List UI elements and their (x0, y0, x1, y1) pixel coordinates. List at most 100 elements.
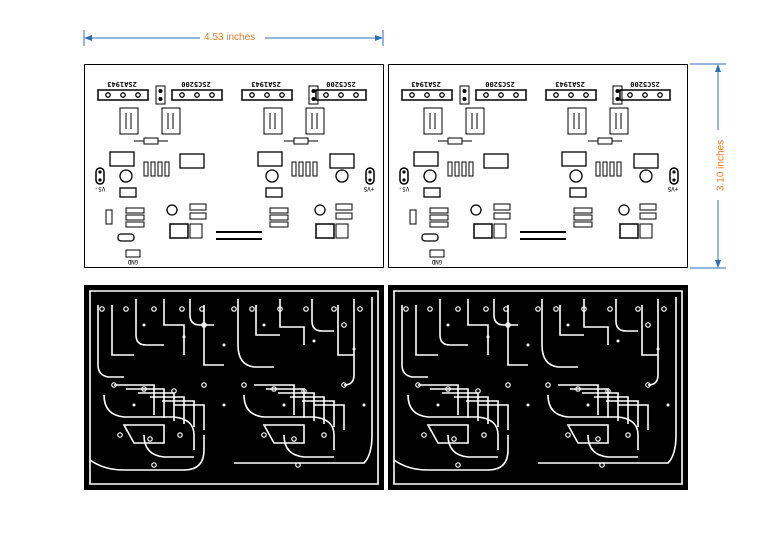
resistor (298, 161, 304, 177)
gnd-pad (429, 249, 445, 258)
resistor (597, 137, 613, 145)
trace-gap (447, 434, 498, 458)
trace-gap (254, 384, 295, 415)
trace-gap (111, 305, 134, 356)
pad (279, 92, 285, 98)
resistor (429, 207, 449, 214)
trace-gap (122, 424, 165, 444)
gnd-label: GND (127, 258, 138, 265)
trace-gap (538, 297, 677, 464)
supply-label-neg: V5- (399, 185, 410, 192)
resistor-block (161, 107, 181, 135)
pad (171, 388, 177, 394)
pad-pair (308, 85, 319, 105)
via (142, 323, 146, 327)
trace-gap (243, 394, 335, 450)
resistor (454, 161, 460, 177)
pad (505, 322, 511, 328)
resistor (573, 214, 593, 221)
pad-pair (459, 85, 470, 105)
via (526, 343, 530, 347)
trace-gap (583, 299, 609, 345)
pad (291, 436, 297, 442)
trace-gap (466, 400, 499, 427)
capacitor (639, 169, 653, 183)
pad (403, 306, 409, 312)
pad (201, 382, 207, 388)
resistor (269, 221, 289, 228)
pad (353, 92, 359, 98)
pad (635, 306, 641, 312)
resistor (293, 137, 309, 145)
pad (455, 462, 461, 468)
transistor-footprint (171, 89, 223, 101)
resistor (125, 214, 145, 221)
pad (249, 306, 255, 312)
transistor-label: 2SA1943 (411, 80, 441, 88)
via (446, 323, 450, 327)
trace-gap (430, 388, 469, 418)
component-outline (257, 151, 283, 167)
pad (483, 306, 489, 312)
capacitor (423, 169, 437, 183)
resistor-block (465, 107, 485, 135)
pad (599, 462, 605, 468)
pad (657, 92, 663, 98)
via (586, 403, 590, 407)
trace-gap (401, 305, 428, 378)
pad (321, 432, 327, 438)
pad (357, 306, 363, 312)
resistor (493, 203, 511, 211)
transistor-footprint (401, 89, 453, 101)
pad (295, 462, 301, 468)
pad (338, 92, 344, 98)
pad (581, 306, 587, 312)
pad (99, 306, 105, 312)
pad (672, 170, 676, 174)
resistor-block (119, 107, 139, 135)
pad (199, 306, 205, 312)
pad (249, 92, 255, 98)
output-connector (335, 223, 349, 239)
resistor (269, 214, 289, 221)
pad (158, 89, 163, 93)
trace-gap (582, 392, 619, 421)
component-outline (561, 151, 587, 167)
pad (565, 432, 571, 438)
pad (231, 306, 237, 312)
output-connector (315, 223, 335, 239)
resistor (493, 212, 511, 220)
pad (368, 170, 372, 174)
pad (402, 170, 406, 174)
supply-label-pos: +V5 (363, 185, 374, 192)
pad (625, 432, 631, 438)
pad (439, 92, 445, 98)
transistor-footprint (619, 89, 671, 101)
via (282, 403, 286, 407)
transistor-footprint (241, 89, 293, 101)
capacitor (314, 204, 326, 216)
transistor-label: 2SA1943 (251, 80, 281, 88)
pad-pair (612, 85, 623, 105)
capacitor (335, 169, 349, 183)
pad (311, 97, 316, 101)
pad (661, 306, 667, 312)
output-connector (473, 223, 493, 239)
via (566, 323, 570, 327)
pad (368, 178, 372, 182)
pad (402, 178, 406, 182)
pad (179, 92, 185, 98)
pad (475, 388, 481, 394)
resistor (143, 137, 159, 145)
gnd-label: GND (431, 258, 442, 265)
pad (672, 178, 676, 182)
trace-gap (234, 297, 373, 464)
resistor (609, 161, 615, 177)
resistor (616, 161, 622, 177)
pad (331, 306, 337, 312)
trace-gap (237, 299, 274, 368)
pad (323, 92, 329, 98)
